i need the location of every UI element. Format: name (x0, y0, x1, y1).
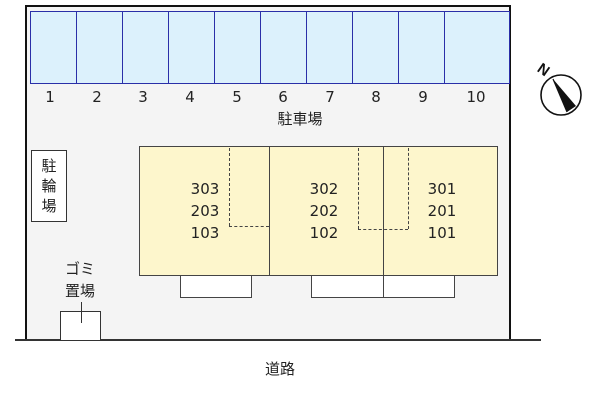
parking-stall-3 (122, 11, 169, 84)
unit-number: 303 (190, 180, 220, 198)
stair-outline (229, 148, 230, 226)
parking-lot (30, 11, 510, 84)
stair-outline (358, 148, 359, 229)
road-edge-line (15, 339, 283, 341)
parking-stall-4 (168, 11, 215, 84)
stall-number: 5 (232, 88, 242, 106)
parking-stall-10 (444, 11, 510, 84)
parking-stall-5 (214, 11, 261, 84)
building-center (269, 146, 384, 276)
bicycle-parking-label: 輪 (41, 177, 57, 195)
north-compass-icon: N (534, 60, 582, 116)
garbage-label-line2: 置場 (64, 282, 95, 300)
unit-number: 302 (309, 180, 339, 198)
unit-number: 103 (190, 224, 220, 242)
balcony (180, 275, 252, 298)
road-label: 道路 (264, 360, 295, 378)
stair-outline (358, 229, 408, 230)
parking-stall-8 (352, 11, 399, 84)
stall-number: 4 (185, 88, 195, 106)
parking-label: 駐車場 (277, 110, 323, 128)
unit-number: 101 (427, 224, 457, 242)
stall-number: 9 (418, 88, 428, 106)
unit-number: 202 (309, 202, 339, 220)
stall-number: 8 (371, 88, 381, 106)
garbage-pointer-line (81, 302, 82, 323)
bicycle-parking-label: 場 (41, 197, 57, 215)
parking-stall-6 (260, 11, 307, 84)
unit-stack-01: 301 201 101 (417, 178, 467, 244)
unit-number: 301 (427, 180, 457, 198)
stair-outline (408, 148, 409, 229)
bicycle-parking: 駐 輪 場 (31, 150, 67, 222)
balcony (311, 275, 384, 298)
unit-stack-03: 303 203 103 (180, 178, 230, 244)
stall-number: 2 (92, 88, 102, 106)
stall-number: 3 (138, 88, 148, 106)
stair-outline (229, 226, 269, 227)
balcony (383, 275, 455, 298)
parking-stall-1 (30, 11, 77, 84)
garbage-area (60, 311, 101, 340)
stall-number: 10 (466, 88, 486, 106)
unit-number: 203 (190, 202, 220, 220)
road-edge-line (283, 339, 541, 341)
stall-number: 6 (278, 88, 288, 106)
building-east (383, 146, 498, 276)
unit-number: 201 (427, 202, 457, 220)
parking-stall-7 (306, 11, 353, 84)
stall-number: 1 (45, 88, 55, 106)
parking-stall-2 (76, 11, 123, 84)
svg-text:N: N (534, 60, 553, 80)
unit-number: 102 (309, 224, 339, 242)
garbage-area-label: ゴミ 置場 (50, 258, 110, 302)
unit-stack-02: 302 202 102 (299, 178, 349, 244)
building-west (139, 146, 270, 276)
bicycle-parking-label: 駐 (41, 157, 57, 175)
parking-stall-9 (398, 11, 445, 84)
stall-number: 7 (325, 88, 335, 106)
garbage-label-line1: ゴミ (64, 260, 95, 278)
